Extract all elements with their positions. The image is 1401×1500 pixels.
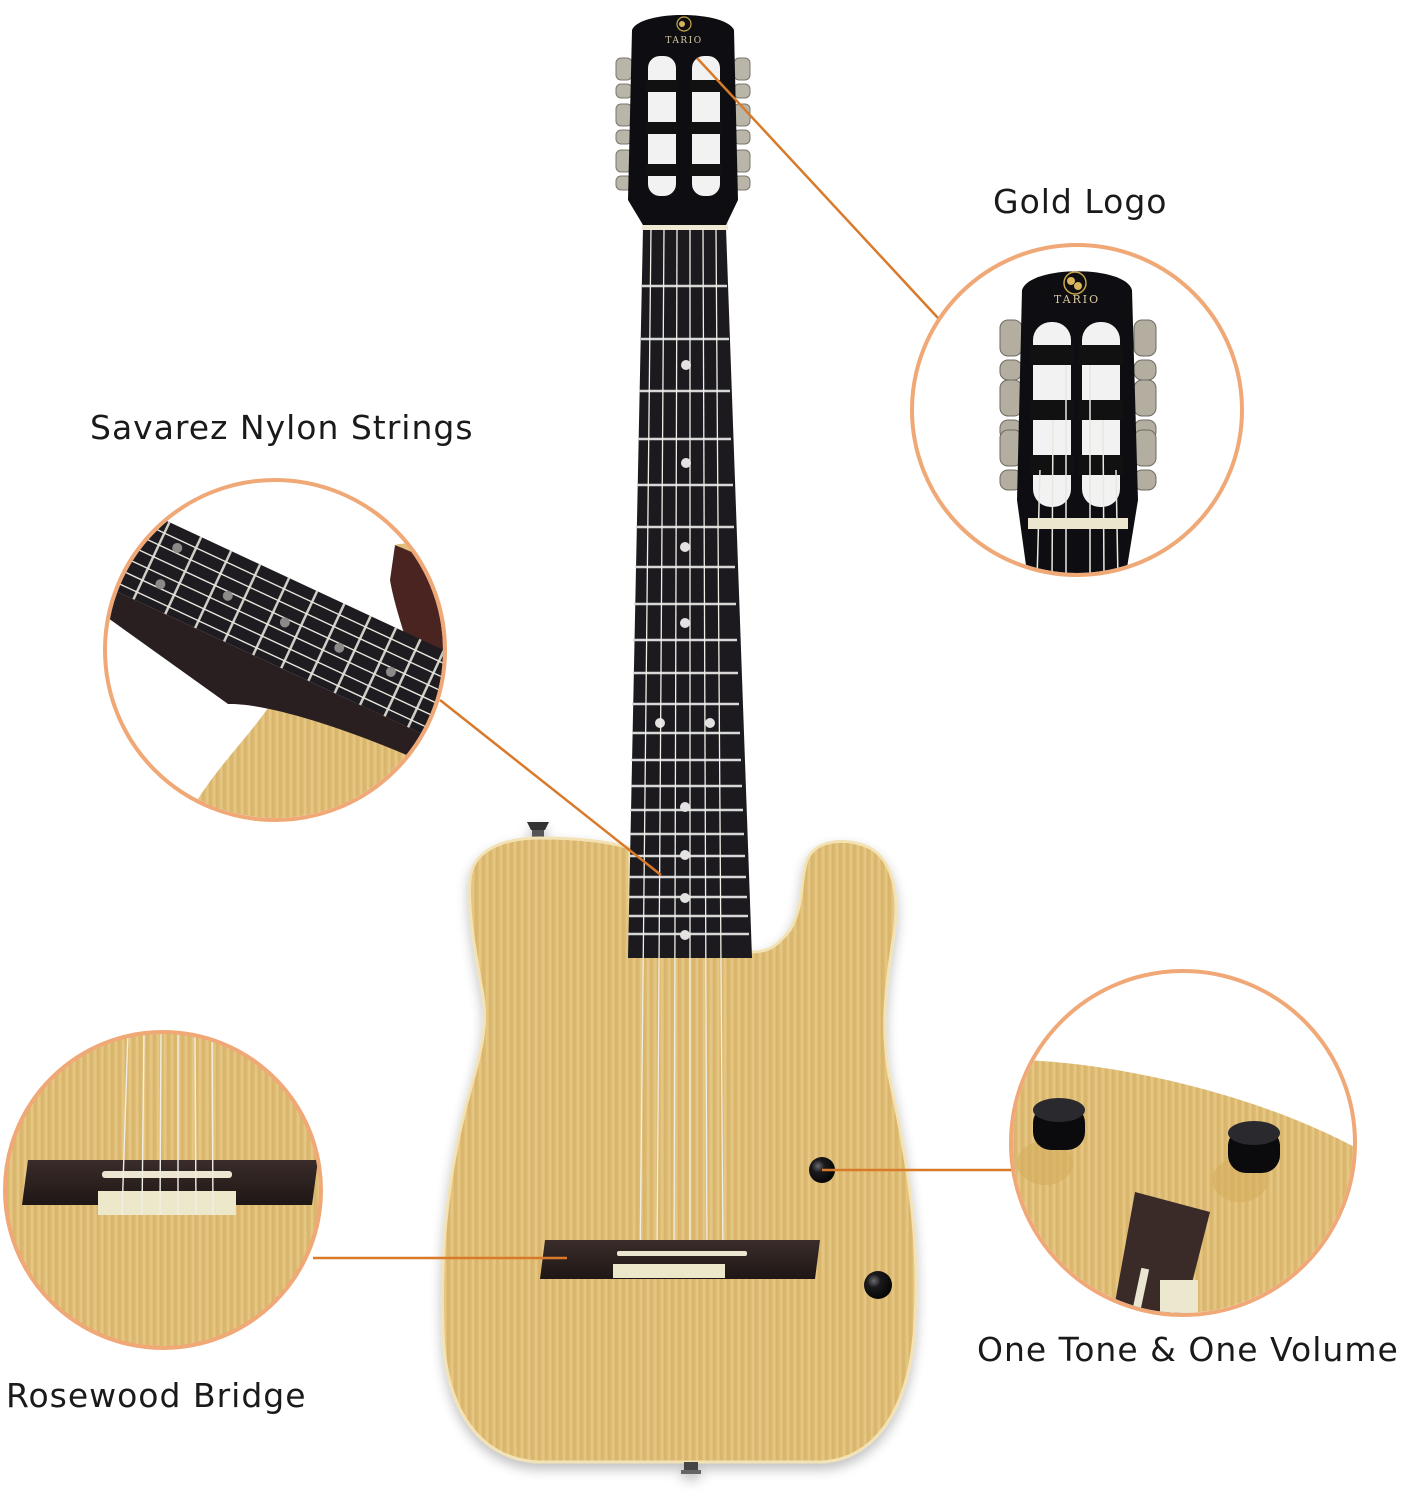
zoom-volume-knob: [1228, 1121, 1280, 1173]
label-one-tone-one-volume: One Tone & One Volume: [977, 1330, 1399, 1369]
callout-lines: [313, 57, 1012, 1260]
callout-line-savarez: [439, 699, 662, 876]
zoom-circle-tone-volume: [1009, 969, 1357, 1317]
tario-logo: TARIO: [665, 16, 702, 46]
strap-button-bottom: [681, 1462, 701, 1474]
fret-inlays: [655, 360, 715, 940]
zoom-tone-knob: [1033, 1098, 1085, 1150]
label-gold-logo: Gold Logo: [993, 182, 1168, 221]
label-rosewood-bridge: Rosewood Bridge: [6, 1376, 307, 1415]
svg-text:TARIO: TARIO: [665, 36, 702, 46]
zoom-circle-savarez: [103, 478, 447, 822]
main-guitar: [440, 822, 918, 1474]
volume-knob: [864, 1271, 892, 1299]
gold-logo-emblem: TARIO: [1054, 271, 1100, 306]
nut: [642, 222, 728, 230]
zoom-circle-rosewood: [3, 1030, 323, 1350]
strap-button-top: [527, 822, 549, 838]
svg-text:TARIO: TARIO: [1054, 293, 1100, 306]
guitar-body: [440, 836, 918, 1464]
zoom-circle-gold-logo: TARIO: [910, 243, 1244, 577]
callout-line-gold-logo: [696, 57, 939, 319]
headstock: TARIO: [615, 15, 751, 225]
label-savarez-nylon-strings: Savarez Nylon Strings: [90, 408, 474, 447]
bridge: [540, 1240, 820, 1279]
strings: [639, 227, 724, 1263]
tuners-left: [615, 57, 633, 191]
